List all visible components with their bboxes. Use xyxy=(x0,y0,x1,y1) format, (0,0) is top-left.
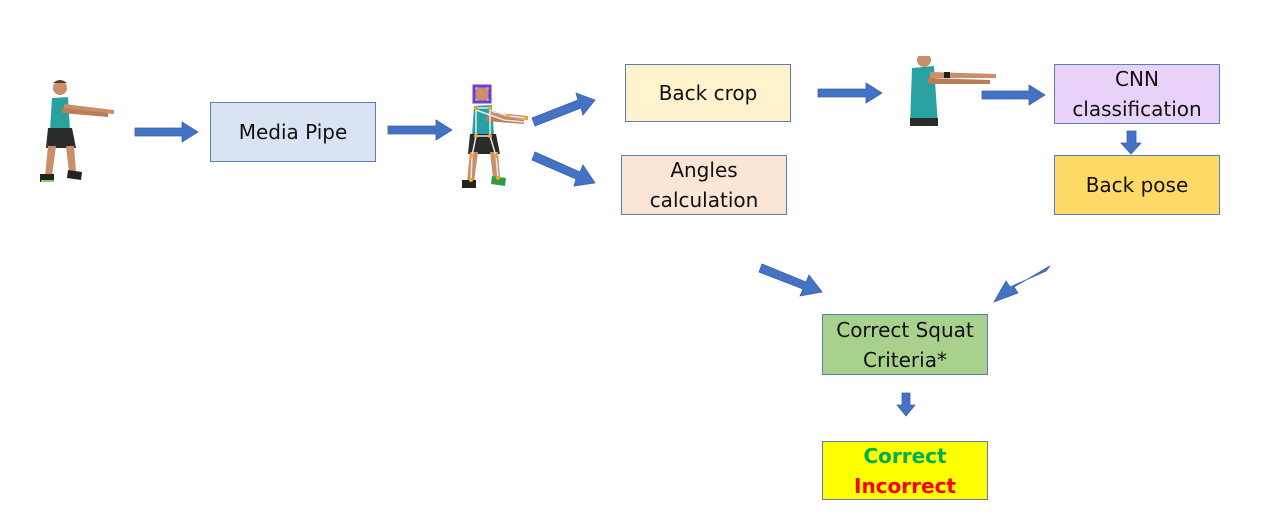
incorrect-label: Incorrect xyxy=(854,473,956,498)
cropped-back-photo xyxy=(910,56,996,126)
criteria-label-line2: Criteria* xyxy=(863,347,947,372)
back-crop-box: Back crop xyxy=(625,64,791,122)
back-crop-label: Back crop xyxy=(658,81,758,105)
angles-calculation-label-line1: Angles xyxy=(670,158,738,182)
cnn-classification-label-line1: CNN xyxy=(1115,67,1159,91)
arrow-angles-to-criteria xyxy=(758,263,823,297)
criteria-label-line1: Correct Squat xyxy=(836,317,974,342)
arrow-crop-photo-to-cnn xyxy=(981,84,1046,106)
media-pipe-box: Media Pipe xyxy=(210,102,376,162)
arrow-photo-to-mediapipe xyxy=(134,121,199,143)
back-pose-label: Back pose xyxy=(1085,173,1189,197)
arrow-landmarks-to-angles xyxy=(531,151,596,187)
arrow-cnn-to-backpose xyxy=(1120,130,1142,155)
angles-calculation-box: Angles calculation xyxy=(621,155,787,215)
squat-person-photo xyxy=(40,80,114,182)
arrow-backpose-to-criteria xyxy=(993,265,1051,303)
arrow-backcrop-to-crop-photo xyxy=(817,82,883,104)
arrow-criteria-to-result xyxy=(896,392,916,417)
squat-person-with-landmarks-photo xyxy=(462,84,528,188)
back-pose-box: Back pose xyxy=(1054,155,1220,215)
correct-label: Correct xyxy=(863,443,947,468)
cnn-classification-box: CNN classification xyxy=(1054,64,1220,124)
result-box: Correct Incorrect xyxy=(822,441,988,500)
cnn-classification-label-line2: classification xyxy=(1072,97,1202,121)
arrow-mediapipe-to-landmarks xyxy=(387,119,453,141)
arrow-landmarks-to-backcrop xyxy=(531,92,596,127)
correct-squat-criteria-box: Correct Squat Criteria* xyxy=(822,314,988,375)
angles-calculation-label-line2: calculation xyxy=(649,188,759,212)
media-pipe-label: Media Pipe xyxy=(238,120,348,144)
